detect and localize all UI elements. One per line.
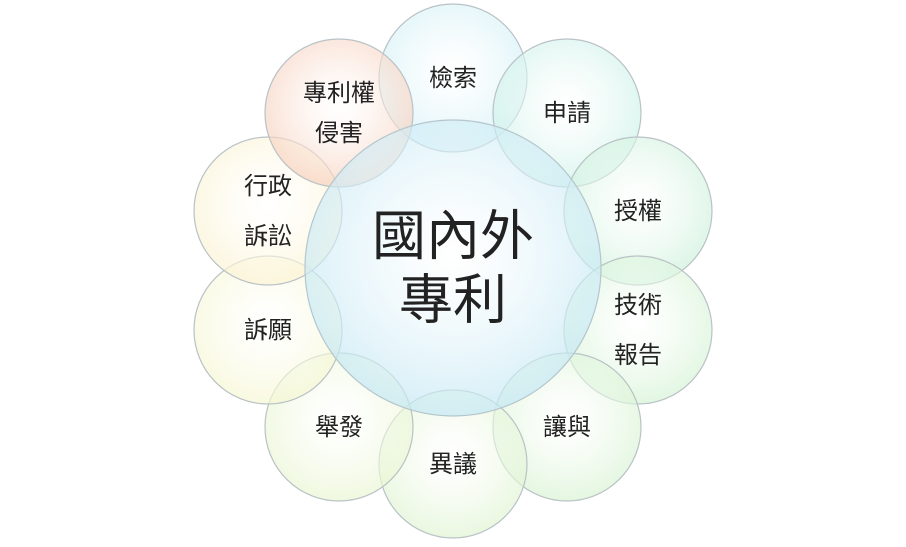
petal-infringement-label-line-2: 侵害	[315, 119, 363, 147]
petal-admin-suit-label-line-2: 訴訟	[244, 222, 292, 250]
petal-apply-label-line-1: 申請	[543, 99, 591, 127]
petal-appeal-label-line-1: 訴願	[244, 316, 292, 344]
petal-transfer-label-line-1: 讓與	[543, 413, 591, 441]
petal-grant-label-line-1: 授權	[614, 197, 662, 225]
petal-opposition-label-line-1: 異議	[429, 450, 477, 478]
center-title-line-2: 專利	[399, 269, 507, 332]
petal-search-label-line-1: 檢索	[429, 64, 477, 92]
petal-report-label-line-1: 舉發	[315, 413, 363, 441]
petal-admin-suit-label-line-1: 行政	[244, 172, 292, 200]
center-title-line-1: 國內外	[372, 205, 534, 268]
petal-infringement-label-line-1: 專利權	[303, 79, 375, 107]
petal-tech-report-label-line-1: 技術	[614, 291, 662, 319]
petal-tech-report-label-line-2: 報告	[614, 341, 662, 369]
